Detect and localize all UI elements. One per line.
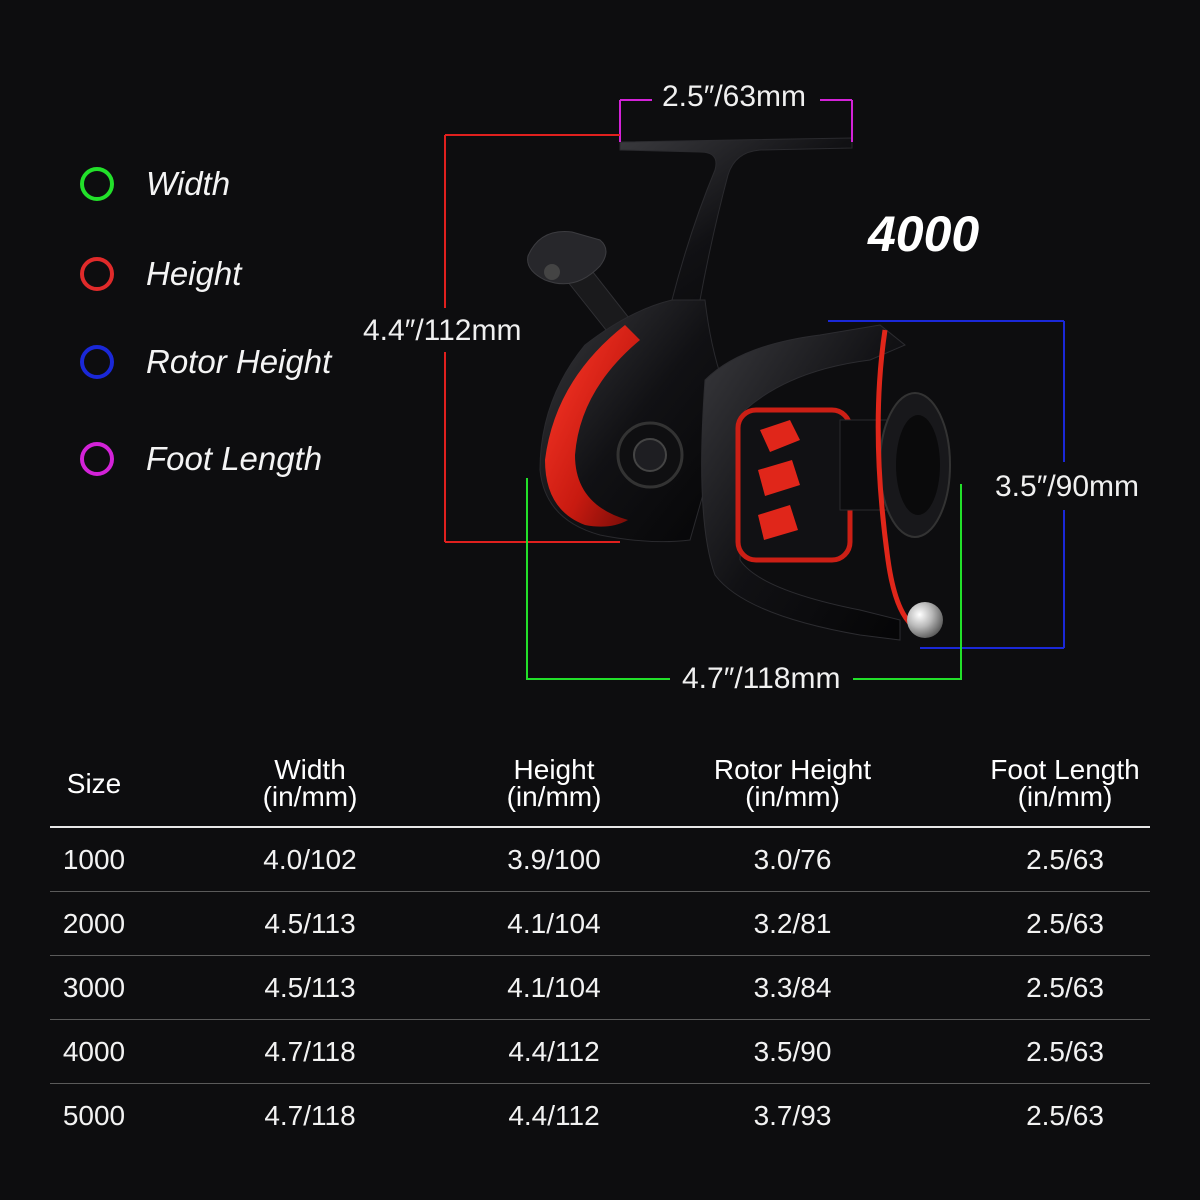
cell-foot-length: 2.5/63 <box>1026 1099 1104 1131</box>
cell-width: 4.5/113 <box>264 971 356 1003</box>
cell-height: 4.4/112 <box>508 1099 600 1131</box>
header-foot-length: Foot Length (in/mm) <box>990 754 1140 812</box>
height-dimension-line <box>444 134 620 543</box>
size-spec-table: Size Width (in/mm) Height (in/mm) Rotor … <box>50 740 1150 1147</box>
table-row: 2000 4.5/113 4.1/104 3.2/81 2.5/63 <box>50 892 1150 956</box>
cell-height: 3.9/100 <box>507 843 601 875</box>
rotor-height-value: 3.5″/90mm <box>995 470 1140 503</box>
legend-ring-rotor-height-icon <box>80 345 114 379</box>
legend-label: Height <box>146 255 242 292</box>
reel-illustration <box>444 99 1065 680</box>
table-row: 1000 4.0/102 3.9/100 3.0/76 2.5/63 <box>50 828 1150 892</box>
cell-foot-length: 2.5/63 <box>1026 843 1104 875</box>
cell-height: 4.4/112 <box>508 1035 600 1067</box>
rotor-height-dimension-line <box>828 320 1065 649</box>
cell-rotor-height: 3.0/76 <box>753 843 832 875</box>
table-header-row: Size Width (in/mm) Height (in/mm) Rotor … <box>50 740 1150 828</box>
cell-rotor-height: 3.3/84 <box>753 971 832 1003</box>
reel-foot <box>619 137 853 301</box>
cell-size: 4000 <box>62 1035 126 1067</box>
reel-bail <box>875 329 943 638</box>
legend-ring-height-icon <box>80 257 114 291</box>
legend-label: Rotor Height <box>146 343 332 380</box>
legend-ring-width-icon <box>80 167 114 201</box>
legend-label: Foot Length <box>146 440 323 477</box>
cell-size: 1000 <box>62 843 126 875</box>
table-row: 3000 4.5/113 4.1/104 3.3/84 2.5/63 <box>50 956 1150 1020</box>
width-value: 4.7″/118mm <box>682 662 841 695</box>
legend-label: Width <box>146 165 231 202</box>
table-row: 5000 4.7/118 4.4/112 3.7/93 2.5/63 <box>50 1084 1150 1147</box>
foot-length-dimension-line <box>619 99 853 142</box>
cell-foot-length: 2.5/63 <box>1026 971 1104 1003</box>
cell-width: 4.7/118 <box>264 1035 356 1067</box>
cell-width: 4.5/113 <box>264 907 356 939</box>
cell-rotor-height: 3.7/93 <box>753 1099 832 1131</box>
cell-width: 4.0/102 <box>263 843 357 875</box>
cell-size: 2000 <box>62 907 126 939</box>
legend-item-rotor-height: Rotor Height <box>80 343 331 381</box>
legend-item-width: Width <box>80 165 230 203</box>
legend-ring-foot-length-icon <box>80 442 114 476</box>
cell-foot-length: 2.5/63 <box>1026 1035 1104 1067</box>
cell-rotor-height: 3.5/90 <box>753 1035 832 1067</box>
cell-height: 4.1/104 <box>507 907 601 939</box>
width-dimension-line <box>526 478 962 680</box>
header-width: Width (in/mm) <box>262 754 358 812</box>
cell-size: 3000 <box>62 971 126 1003</box>
header-size: Size <box>66 767 122 799</box>
legend-item-foot-length: Foot Length <box>80 440 322 478</box>
cell-rotor-height: 3.2/81 <box>753 907 832 939</box>
legend-item-height: Height <box>80 255 241 293</box>
reel-body <box>539 299 731 543</box>
foot-length-value: 2.5″/63mm <box>662 80 807 113</box>
cell-height: 4.1/104 <box>507 971 601 1003</box>
header-height: Height (in/mm) <box>506 754 602 812</box>
cell-size: 5000 <box>62 1099 126 1131</box>
cell-foot-length: 2.5/63 <box>1026 907 1104 939</box>
model-title: 4000 <box>868 206 980 262</box>
height-value: 4.4″/112mm <box>363 314 522 347</box>
cell-width: 4.7/118 <box>264 1099 356 1131</box>
table-row: 4000 4.7/118 4.4/112 3.5/90 2.5/63 <box>50 1020 1150 1084</box>
reel-spool <box>839 392 951 538</box>
header-rotor-height: Rotor Height (in/mm) <box>713 754 872 812</box>
